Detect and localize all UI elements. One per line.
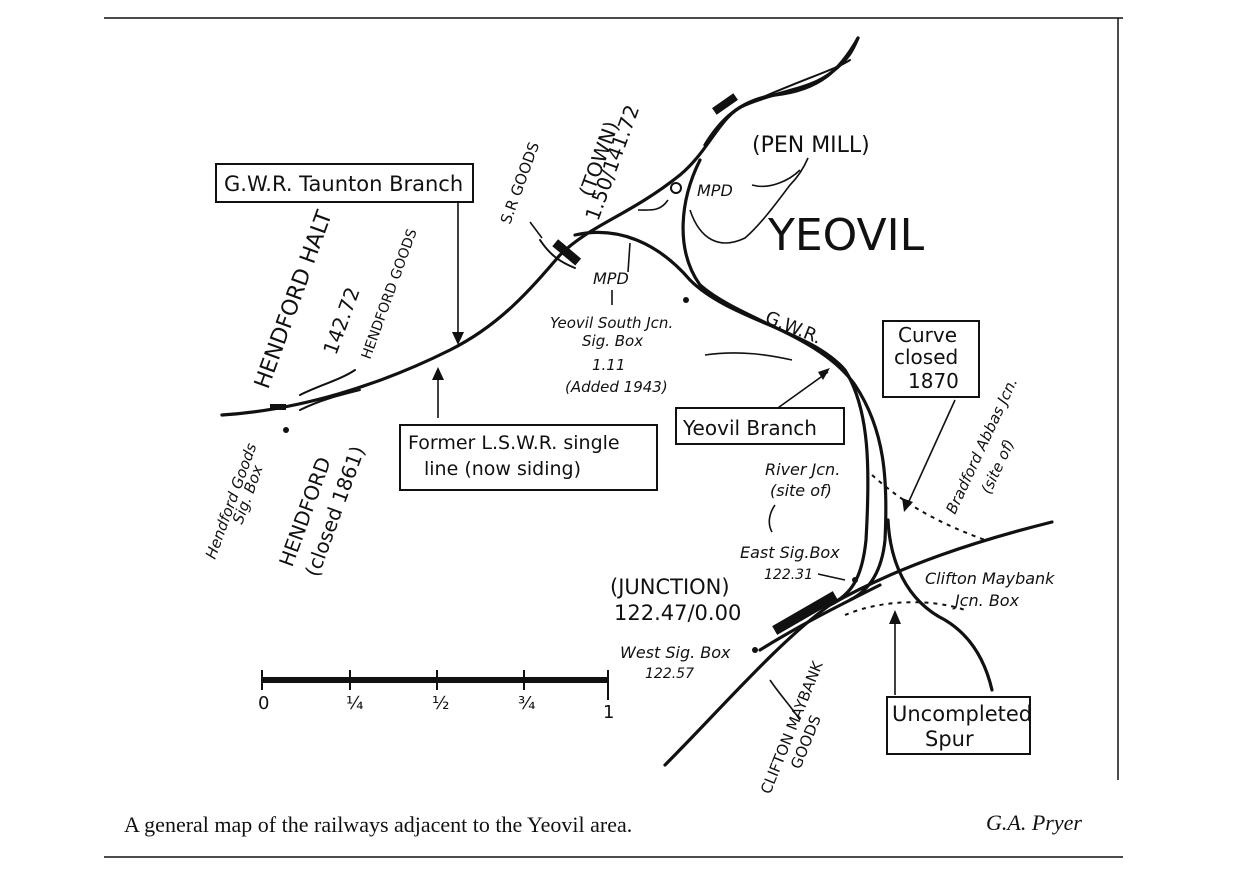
figure-caption: A general map of the railways adjacent t… — [124, 812, 633, 837]
mpd-marker — [670, 182, 682, 194]
uncompleted-spur-box — [886, 696, 1031, 755]
curve-closed-box — [882, 320, 980, 398]
pen-mill-platform — [712, 93, 738, 115]
uncompleted-label-2: Spur — [925, 727, 974, 751]
west-sig-label-1: West Sig. Box — [620, 643, 731, 662]
curve-closed-line — [871, 474, 986, 541]
former-lswr-label-1: Former L.S.W.R. single — [408, 432, 620, 454]
pen-mill-label: (PEN MILL) — [752, 133, 870, 158]
curve-closed-label-1: Curve — [898, 323, 957, 347]
figure-credit: G.A. Pryer — [986, 810, 1082, 835]
yeovil-branch-label: Yeovil Branch — [682, 416, 817, 440]
former-lswr-box — [399, 424, 658, 491]
leaders — [432, 169, 956, 721]
west-box-dot — [752, 647, 758, 653]
yeovil-title: YEOVIL — [767, 210, 925, 261]
gwr-label: G.W.R. — [762, 307, 824, 348]
yeovil-south-label-2: Sig. Box — [582, 332, 643, 350]
east-sig-label-1: East Sig.Box — [740, 543, 840, 562]
hendford-goods-label: HENDFORD GOODS — [359, 227, 421, 362]
tracks — [220, 36, 1054, 767]
scale-tick-three-quarter: ¾ — [518, 693, 535, 714]
former-lswr-label-2: line (now siding) — [424, 458, 581, 480]
river-jcn-label-2: (site of) — [770, 481, 832, 500]
town-platform — [552, 239, 582, 266]
scale-tick-half: ½ — [432, 693, 449, 714]
gwr-taunton-box — [215, 163, 474, 203]
scale-tick-quarter: ¼ — [346, 693, 363, 714]
sr-goods-label: S.R GOODS — [497, 140, 543, 227]
yeovil-south-label-1: Yeovil South Jcn. — [550, 314, 673, 332]
river-jcn-label-1: River Jcn. — [765, 460, 840, 479]
clifton-box-label-2: Jcn. Box — [952, 591, 1020, 610]
yeovil-south-label-4: (Added 1943) — [565, 378, 668, 396]
scale-tick-0: 0 — [258, 693, 269, 714]
clifton-box-label-1: Clifton Maybank — [925, 569, 1055, 588]
mpd-label-1: MPD — [697, 181, 733, 200]
river-line — [689, 157, 809, 244]
east-box-dot — [852, 577, 858, 583]
junction-label-2: 122.47/0.00 — [614, 601, 741, 625]
yeovil-south-label-3: 1.11 — [592, 356, 625, 374]
mpd-label-2: MPD — [593, 269, 629, 288]
uncompleted-spur-line — [844, 601, 966, 616]
west-sig-label-2: 122.57 — [645, 666, 694, 682]
yeovil-south-box-dot — [683, 297, 689, 303]
gwr-taunton-label: G.W.R. Taunton Branch — [224, 172, 463, 196]
east-sig-label-2: 122.31 — [764, 567, 813, 583]
hendford-box-dot — [283, 427, 289, 433]
junction-platform — [772, 591, 838, 635]
uncompleted-label-1: Uncompleted — [892, 702, 1032, 726]
scale-tick-1: 1 — [603, 702, 614, 723]
curve-closed-label-2: closed — [894, 345, 958, 369]
hendford-halt-label: HENDFORD HALT — [250, 207, 338, 392]
curve-closed-label-3: 1870 — [908, 369, 959, 393]
yeovil-branch-box — [675, 407, 845, 445]
hendford-halt-platform — [270, 404, 286, 410]
junction-label-1: (JUNCTION) — [610, 575, 730, 599]
hendford-halt-mileage: 142.72 — [318, 284, 364, 358]
scale-bar: 0 ¼ ½ ¾ 1 — [258, 670, 614, 723]
